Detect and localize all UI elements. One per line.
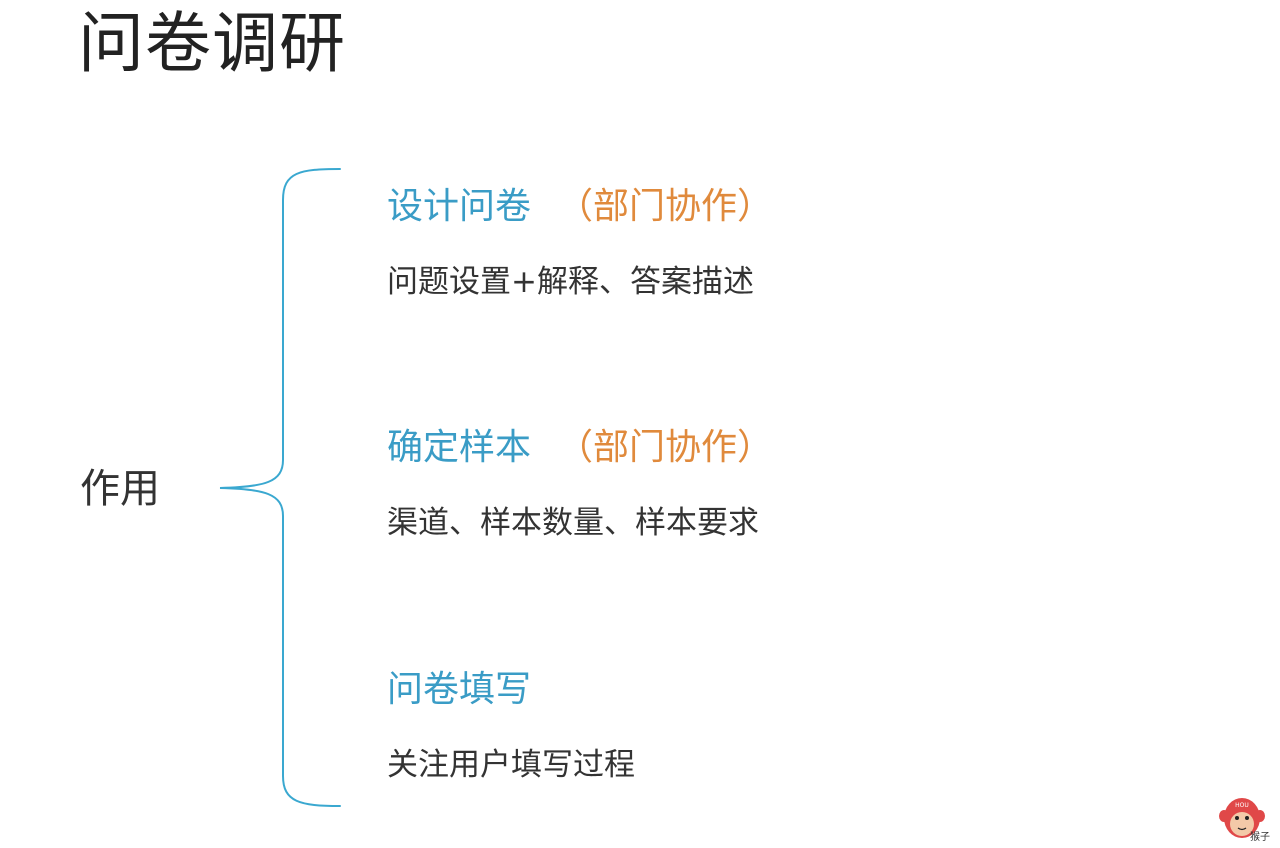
monkey-logo-icon: HOU xyxy=(1219,798,1265,838)
branch-description: 渠道、样本数量、样本要求 xyxy=(387,505,759,541)
branch-heading: 问卷填写 xyxy=(387,667,635,713)
branch-design-questionnaire: 设计问卷 （部门协作） 问题设置+解释、答案描述 xyxy=(387,184,773,302)
branch-determine-sample: 确定样本 （部门协作） 渠道、样本数量、样本要求 xyxy=(387,425,773,543)
branch-note: （部门协作） xyxy=(557,186,774,227)
root-label: 作用 xyxy=(80,466,160,512)
branch-description: 问题设置+解释、答案描述 xyxy=(387,264,754,300)
branch-name: 设计问卷 xyxy=(387,186,532,227)
branch-name: 确定样本 xyxy=(387,427,532,468)
branch-fill-questionnaire: 问卷填写 关注用户填写过程 xyxy=(387,667,635,785)
branch-heading: 确定样本 （部门协作） xyxy=(387,425,773,471)
branch-description: 关注用户填写过程 xyxy=(387,747,635,783)
logo-caption: 猴子 xyxy=(1250,832,1270,843)
branch-heading: 设计问卷 （部门协作） xyxy=(387,184,773,230)
branch-note: （部门协作） xyxy=(557,427,774,468)
branch-name: 问卷填写 xyxy=(387,669,532,710)
page-title: 问卷调研 xyxy=(78,5,346,82)
svg-text:HOU: HOU xyxy=(1235,802,1249,809)
